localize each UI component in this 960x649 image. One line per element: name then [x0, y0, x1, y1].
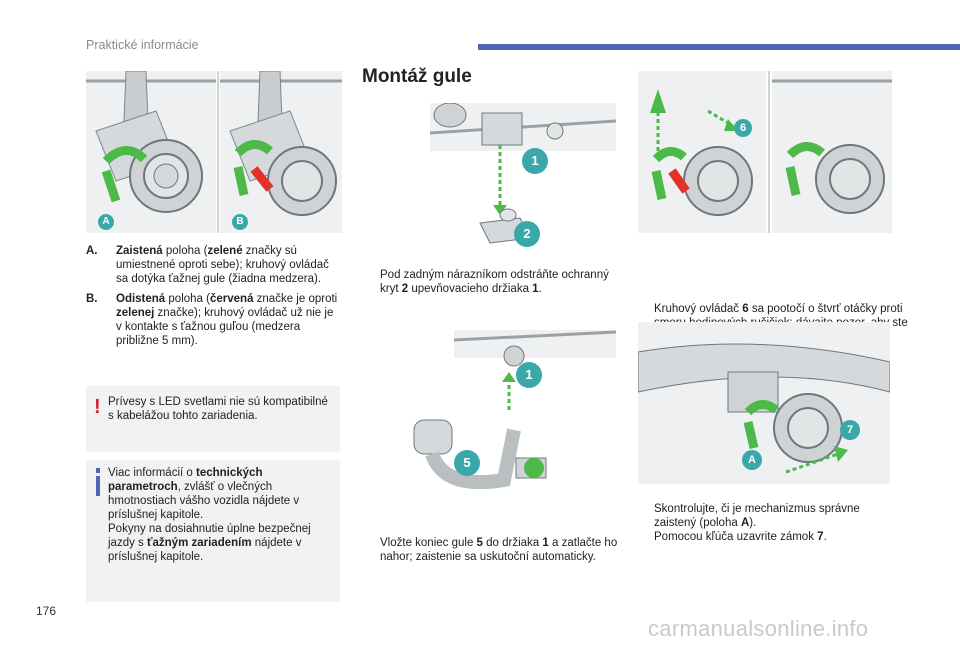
text: značky sú umiestnené oproti sebe); kruho…: [116, 245, 329, 285]
figure-rotate-knob: 6: [638, 71, 766, 233]
text: Pokyny na dosiahnutie úplne bezpečnej ja…: [108, 523, 311, 549]
figure-insert-ball: 1 5: [404, 330, 616, 494]
text: Kruhový ovládač: [654, 303, 743, 315]
text: .: [823, 531, 827, 543]
ref-1: 1: [542, 537, 549, 549]
warning-note: ! Prívesy s LED svetlami nie sú kompatib…: [86, 386, 340, 452]
figure-divider: [217, 71, 219, 233]
rotate-knob-illustration: [638, 71, 766, 233]
figure-knob-rotated: [772, 71, 892, 233]
description-item-b: B. Odistená poloha (červená značke je op…: [86, 292, 341, 348]
ref-2: 2: [401, 283, 409, 295]
term-unlocked: Odistená: [116, 293, 166, 305]
position-description-list: A. Zaistená poloha (zelené značky sú umi…: [86, 244, 341, 348]
warning-icon: !: [94, 396, 101, 418]
term-green: zelené: [207, 245, 243, 257]
term-locked: Zaistená: [116, 245, 163, 257]
text: značke je oproti: [253, 293, 338, 305]
callout-7: 7: [840, 420, 860, 440]
ref-6: 6: [742, 303, 749, 315]
callout-6: 6: [734, 119, 752, 137]
knob-rotated-illustration: [772, 71, 892, 233]
text: Pod zadným nárazníkom odstráňte ochranný…: [380, 269, 609, 295]
text: ).: [749, 517, 757, 529]
callout-1: 1: [522, 148, 548, 174]
figure-unlocked-position: B: [220, 71, 342, 233]
callout-5: 5: [454, 450, 480, 476]
callout-1: 1: [516, 362, 542, 388]
item-label: A.: [86, 245, 98, 257]
figure-divider: [768, 71, 770, 233]
ref-7: 7: [817, 531, 824, 543]
text: poloha (: [162, 245, 208, 257]
step-lock-key: Pomocou kľúča uzavrite zámok 7.: [638, 530, 900, 544]
text: nájdete v príslušnej kapitole.: [108, 537, 302, 563]
badge-a: A: [98, 214, 114, 230]
page-number: 176: [36, 604, 57, 618]
text: , zvlášť o vlečných hmotnostiach vášho v…: [108, 481, 300, 521]
right-steps: Skontrolujte, či je mechanizmus správne …: [638, 502, 900, 544]
info-text: Viac informácií o technických parametroc…: [108, 466, 336, 564]
info-paragraph-2: Pokyny na dosiahnutie úplne bezpečnej ja…: [108, 522, 336, 564]
term-red: červená: [209, 293, 254, 305]
ref-a: A: [740, 517, 750, 529]
tow-ball-unlocked-illustration: [220, 71, 342, 233]
text: poloha (: [165, 293, 210, 305]
text: upevňovacieho držiaka: [408, 283, 533, 295]
header-bar: [478, 44, 960, 50]
text: do držiaka: [482, 537, 543, 549]
tow-ball-locked-illustration: [86, 71, 216, 233]
warning-text: Prívesy s LED svetlami nie sú kompatibil…: [108, 396, 328, 422]
insert-ball-illustration: [413, 330, 616, 490]
figure-lock-check: 7 A: [638, 322, 890, 484]
text: Vložte koniec gule: [380, 537, 477, 549]
term-green: zelenej: [116, 307, 155, 319]
info-note: Viac informácií o technických parametroc…: [86, 460, 340, 602]
step-insert-ball: Vložte koniec gule 5 do držiaka 1 a zatl…: [364, 536, 630, 564]
lock-check-illustration: [638, 322, 890, 484]
text: značke); kruhový ovládač už nie je v kon…: [116, 307, 334, 347]
section-title: Praktické informácie: [86, 38, 199, 52]
text: Skontrolujte, či je mechanizmus správne …: [654, 503, 860, 529]
info-paragraph-1: Viac informácií o technických parametroc…: [108, 466, 336, 522]
term-towing-device: ťažným zariadením: [147, 537, 252, 549]
remove-cover-illustration: [430, 103, 616, 244]
watermark: carmanualsonline.info: [648, 616, 869, 641]
item-label: B.: [86, 293, 98, 305]
text: .: [538, 283, 542, 295]
description-item-a: A. Zaistená poloha (zelené značky sú umi…: [86, 244, 341, 286]
term-technical-parameters: technických parametroch: [108, 467, 263, 493]
step-remove-cover: Pod zadným nárazníkom odstráňte ochranný…: [364, 268, 630, 296]
ref-5: 5: [476, 537, 483, 549]
callout-a: A: [742, 450, 762, 470]
step-check-lock: Skontrolujte, či je mechanizmus správne …: [638, 502, 900, 530]
ref-1: 1: [532, 283, 539, 295]
callout-2: 2: [514, 221, 540, 247]
info-icon: [96, 468, 100, 496]
text: Viac informácií o: [108, 467, 196, 479]
page-heading: Montáž gule: [362, 66, 472, 87]
figure-locked-position: A: [86, 71, 216, 233]
badge-b: B: [232, 214, 248, 230]
text: a zatlačte ho nahor; zaistenie sa uskuto…: [380, 537, 618, 563]
figure-remove-cover: 1 2: [430, 103, 616, 258]
text: Pomocou kľúča uzavrite zámok: [654, 531, 818, 543]
